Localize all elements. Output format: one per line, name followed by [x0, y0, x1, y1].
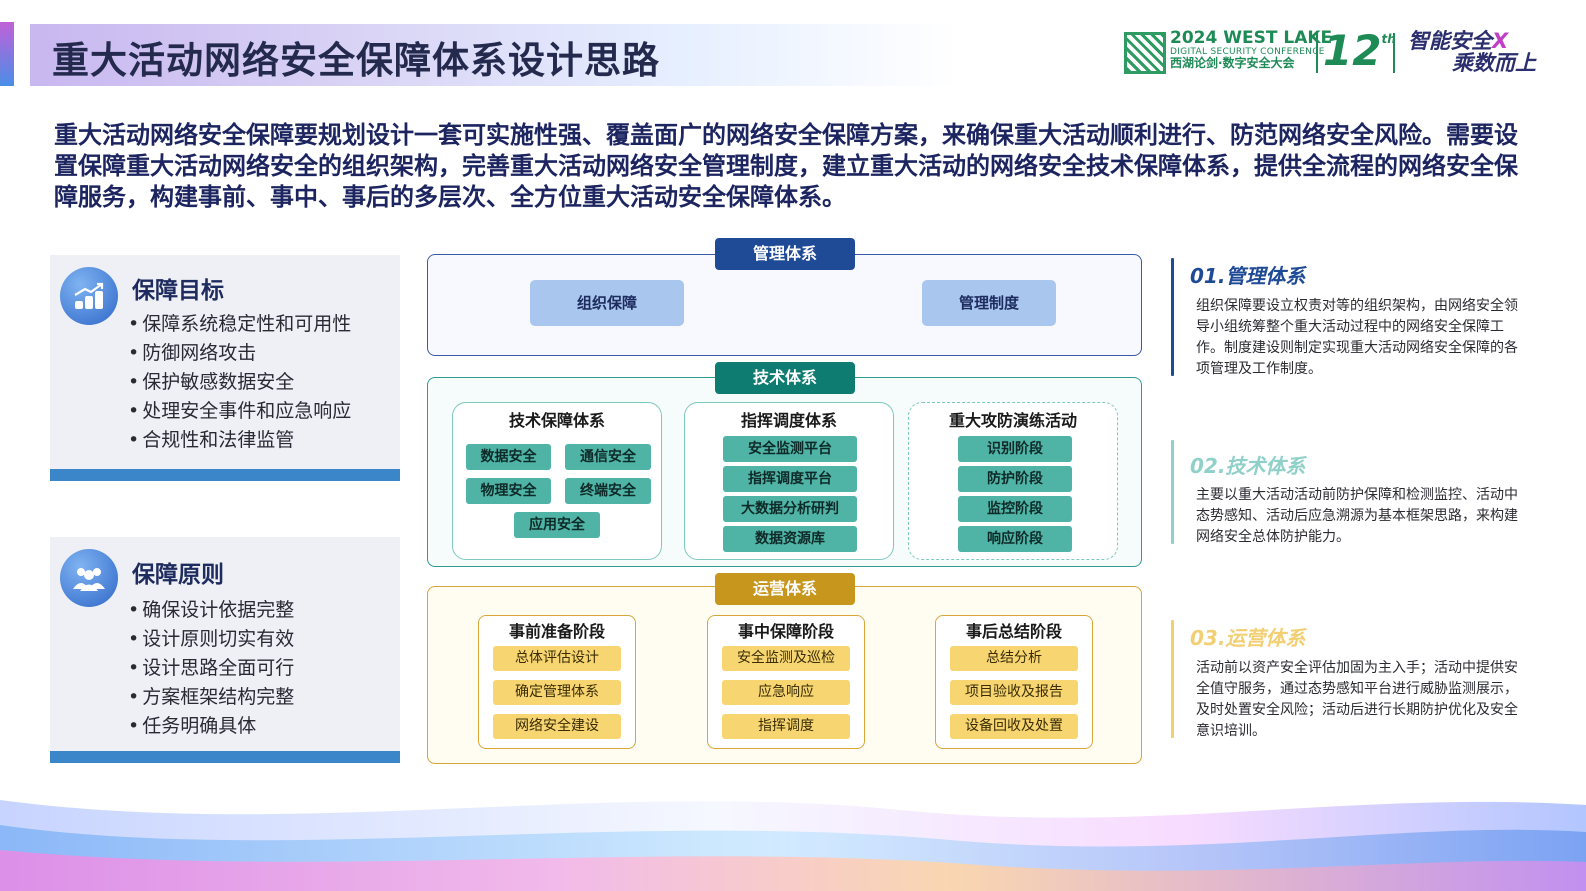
tech-item: 通信安全 — [565, 444, 651, 470]
group-title: 事后总结阶段 — [965, 622, 1062, 641]
ops-item: 指挥调度 — [722, 714, 850, 739]
tech-item: 指挥调度平台 — [723, 466, 857, 492]
logo-line-2: DIGITAL SECURITY CONFERENCE — [1170, 46, 1325, 57]
logo-line-1: 2024 WEST LAKE — [1170, 28, 1333, 48]
group-title: 事前准备阶段 — [508, 622, 605, 641]
operations-desc-heading: 03.运营体系 — [1190, 626, 1306, 650]
goals-card: 保障目标 保障系统稳定性和可用性 防御网络攻击 保护敏感数据安全 处理安全事件和… — [50, 255, 400, 481]
list-item: 保护敏感数据安全 — [128, 368, 351, 397]
list-item: 方案框架结构完整 — [128, 683, 294, 712]
logo-divider — [1393, 33, 1395, 73]
tech-item: 防护阶段 — [958, 466, 1072, 492]
group-title: 事中保障阶段 — [737, 622, 834, 641]
conference-emblem-icon — [1124, 32, 1166, 74]
principles-title: 保障原则 — [132, 562, 224, 588]
org-guarantee-box: 组织保障 — [530, 280, 684, 326]
tech-item: 安全监测平台 — [723, 436, 857, 462]
goals-title: 保障目标 — [132, 278, 224, 304]
list-item: 保障系统稳定性和可用性 — [128, 310, 351, 339]
technology-tag: 技术体系 — [715, 362, 855, 394]
list-item: 设计思路全面可行 — [128, 654, 294, 683]
desc-accent-bar — [1171, 440, 1174, 544]
ops-item: 总结分析 — [950, 646, 1078, 671]
tech-item: 数据安全 — [466, 444, 551, 470]
tech-item: 终端安全 — [565, 478, 651, 504]
card-underline — [50, 751, 400, 763]
ops-item: 安全监测及巡检 — [722, 646, 850, 671]
ops-item: 项目验收及报告 — [950, 680, 1078, 705]
operations-tag: 运营体系 — [715, 573, 855, 605]
title-accent-bar — [0, 22, 14, 86]
conference-logo-text: 2024 WEST LAKE DIGITAL SECURITY CONFEREN… — [1170, 28, 1333, 71]
title-band — [30, 24, 960, 86]
slogan-logo: 智能安全X 乘数而上 — [1408, 29, 1536, 76]
coins-growth-icon — [60, 267, 118, 325]
management-desc-text: 组织保障要设立权责对等的组织架构，由网络安全领导小组统筹整个重大活动过程中的网络… — [1196, 298, 1518, 377]
decorative-wave — [0, 800, 1586, 891]
logo-divider — [1316, 33, 1318, 73]
ops-item: 应急响应 — [722, 680, 850, 705]
tech-item: 数据资源库 — [723, 526, 857, 552]
page-title: 重大活动网络安全保障体系设计思路 — [52, 39, 660, 82]
operations-desc-text: 活动前以资产安全评估加固为主入手；活动中提供安全值守服务，通过态势感知平台进行威… — [1196, 660, 1518, 739]
ops-item: 设备回收及处置 — [950, 714, 1078, 739]
card-underline — [50, 469, 400, 481]
list-item: 任务明确具体 — [128, 712, 294, 741]
technology-desc-heading: 02.技术体系 — [1190, 454, 1306, 478]
tech-item: 监控阶段 — [958, 496, 1072, 522]
principles-card: 保障原则 确保设计依据完整 设计原则切实有效 设计思路全面可行 方案框架结构完整… — [50, 537, 400, 763]
tech-item: 响应阶段 — [958, 526, 1072, 552]
intro-paragraph: 重大活动网络安全保障要规划设计一套可实施性强、覆盖面广的网络安全保障方案，来确保… — [54, 121, 1518, 211]
mgmt-rules-box: 管理制度 — [922, 280, 1056, 326]
group-title: 技术保障体系 — [508, 411, 605, 430]
logo-line-3: 西湖论剑·数字安全大会 — [1170, 56, 1295, 71]
group-title: 重大攻防演练活动 — [948, 411, 1077, 430]
list-item: 设计原则切实有效 — [128, 625, 294, 654]
ops-item: 确定管理体系 — [493, 680, 621, 705]
management-tag: 管理体系 — [715, 238, 855, 270]
technology-desc-text: 主要以重大活动活动前防护保障和检测监控、活动中态势感知、活动后应急溯源为基本框架… — [1196, 487, 1518, 545]
tech-item: 大数据分析研判 — [723, 496, 857, 522]
desc-accent-bar — [1171, 620, 1174, 738]
ops-item: 总体评估设计 — [493, 646, 621, 671]
tech-item: 识别阶段 — [958, 436, 1072, 462]
tech-item: 应用安全 — [514, 512, 600, 538]
list-item: 处理安全事件和应急响应 — [128, 397, 351, 426]
edition-logo: 12th — [1323, 26, 1396, 75]
team-people-icon — [60, 549, 118, 607]
ops-item: 网络安全建设 — [493, 714, 621, 739]
management-desc-heading: 01.管理体系 — [1190, 264, 1306, 288]
list-item: 确保设计依据完整 — [128, 596, 294, 625]
group-title: 指挥调度体系 — [740, 411, 837, 430]
desc-accent-bar — [1171, 258, 1174, 376]
principles-list: 确保设计依据完整 设计原则切实有效 设计思路全面可行 方案框架结构完整 任务明确… — [128, 596, 294, 741]
list-item: 防御网络攻击 — [128, 339, 351, 368]
goals-list: 保障系统稳定性和可用性 防御网络攻击 保护敏感数据安全 处理安全事件和应急响应 … — [128, 310, 351, 455]
list-item: 合规性和法律监管 — [128, 426, 351, 455]
tech-item: 物理安全 — [466, 478, 551, 504]
